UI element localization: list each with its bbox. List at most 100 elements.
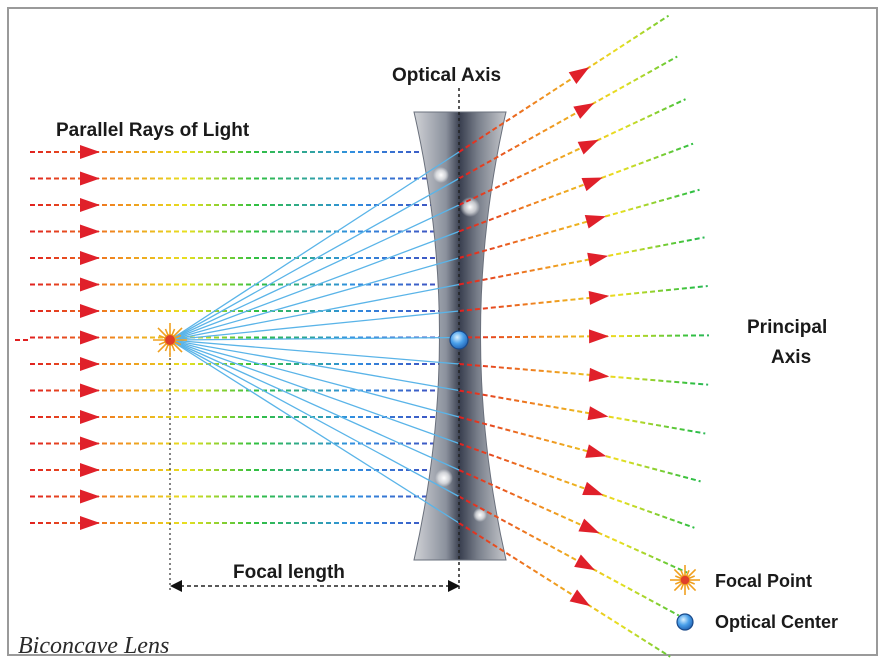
incoming-ray (30, 357, 459, 371)
ray-arrowhead (80, 224, 100, 239)
ray-arrowhead (581, 177, 603, 192)
outgoing-ray (458, 363, 709, 386)
incoming-ray (30, 410, 459, 424)
star-shape (153, 323, 187, 357)
focal-line (169, 177, 460, 341)
outgoing-ray (458, 285, 708, 312)
focal-line (169, 204, 460, 341)
legend-optical-center-icon (676, 613, 694, 631)
outgoing-ray (458, 14, 670, 153)
optical-axis-label: Optical Axis (392, 65, 501, 86)
incoming-ray (30, 304, 459, 318)
legend-focal-point-icon (670, 565, 700, 595)
ray-arrowhead (574, 554, 596, 571)
outgoing-ray (458, 55, 678, 180)
ray-arrowhead (80, 171, 100, 186)
ray-arrowhead (80, 251, 100, 265)
ray-arrowhead (587, 406, 609, 421)
star-shape (670, 565, 700, 595)
ray-arrowhead (568, 67, 590, 85)
focal-line (169, 339, 460, 445)
outgoing-ray (458, 329, 709, 344)
ray-arrowhead (80, 145, 100, 159)
focal-length-label: Focal length (233, 562, 345, 583)
ray-arrowhead (577, 139, 599, 155)
ray-arrowhead (80, 198, 100, 212)
ray-arrowhead (80, 277, 100, 292)
ray-arrowhead (80, 516, 100, 530)
ray-arrowhead (80, 357, 100, 371)
outgoing-ray (458, 442, 695, 529)
ray-arrowhead (589, 329, 610, 344)
ray-arrowhead (588, 290, 610, 305)
focal-length-arrow-left (170, 580, 182, 592)
optical-center-icon (449, 330, 469, 350)
focal-line (169, 339, 460, 471)
outgoing-ray (458, 236, 705, 286)
legend-focal-point-label: Focal Point (715, 571, 812, 591)
diverging-focal-lines (169, 151, 460, 524)
parallel-rays-label: Parallel Rays of Light (56, 120, 250, 141)
legend: Focal Point Optical Center (670, 565, 838, 632)
ray-arrowhead (587, 252, 609, 267)
outgoing-divergent-rays (458, 14, 709, 658)
incoming-parallel-rays (15, 145, 459, 530)
incoming-ray (30, 383, 459, 398)
incoming-ray (30, 436, 459, 451)
legend-optical-center-label: Optical Center (715, 612, 838, 632)
incoming-ray (30, 516, 459, 530)
lens-highlight (435, 469, 453, 487)
diagram-title: Biconcave Lens (18, 633, 169, 659)
incoming-ray (30, 224, 459, 239)
outgoing-ray (458, 522, 671, 658)
principal-axis-label-line1: Principal (747, 317, 827, 338)
focal-length-arrow-right (448, 580, 460, 592)
outgoing-ray (458, 188, 700, 259)
focal-line (169, 151, 460, 341)
lens-highlight (433, 167, 449, 183)
principal-axis-label-line2: Axis (771, 347, 811, 368)
lens-highlight (460, 197, 480, 217)
focal-line (169, 283, 460, 341)
focal-line (169, 257, 460, 341)
focal-line (169, 339, 460, 365)
incoming-ray (30, 145, 459, 159)
focal-line (169, 339, 460, 392)
outgoing-ray (458, 98, 686, 206)
focal-line (169, 339, 460, 524)
ray-arrowhead (569, 589, 591, 607)
ray-arrowhead (578, 518, 600, 534)
incoming-ray (30, 171, 459, 186)
focal-line (169, 336, 460, 341)
outgoing-ray (458, 469, 688, 574)
ray-arrowhead (80, 304, 100, 318)
incoming-ray (30, 251, 459, 265)
ray-arrowhead (582, 481, 604, 496)
focal-line (169, 339, 460, 418)
ray-arrowhead (80, 330, 100, 345)
ray-arrowhead (80, 489, 100, 504)
incoming-ray (30, 463, 459, 477)
ray-arrowhead (588, 367, 610, 382)
lens-highlight (473, 508, 487, 522)
outgoing-ray (458, 416, 701, 483)
outgoing-ray (458, 142, 694, 233)
incoming-ray (30, 277, 459, 292)
focal-line (169, 339, 460, 498)
outgoing-ray (458, 495, 680, 617)
incoming-ray (30, 198, 459, 212)
ray-arrowhead (80, 383, 100, 398)
ray-arrowhead (584, 215, 606, 229)
focal-line (169, 230, 460, 341)
incoming-ray (30, 330, 459, 345)
ray-arrowhead (80, 410, 100, 424)
incoming-ray (30, 489, 459, 504)
ray-arrowhead (573, 102, 595, 119)
ray-arrowhead (585, 444, 607, 458)
focal-point-icon (153, 323, 187, 357)
ray-arrowhead (80, 463, 100, 477)
focal-line (169, 310, 460, 341)
outgoing-ray (458, 389, 706, 435)
